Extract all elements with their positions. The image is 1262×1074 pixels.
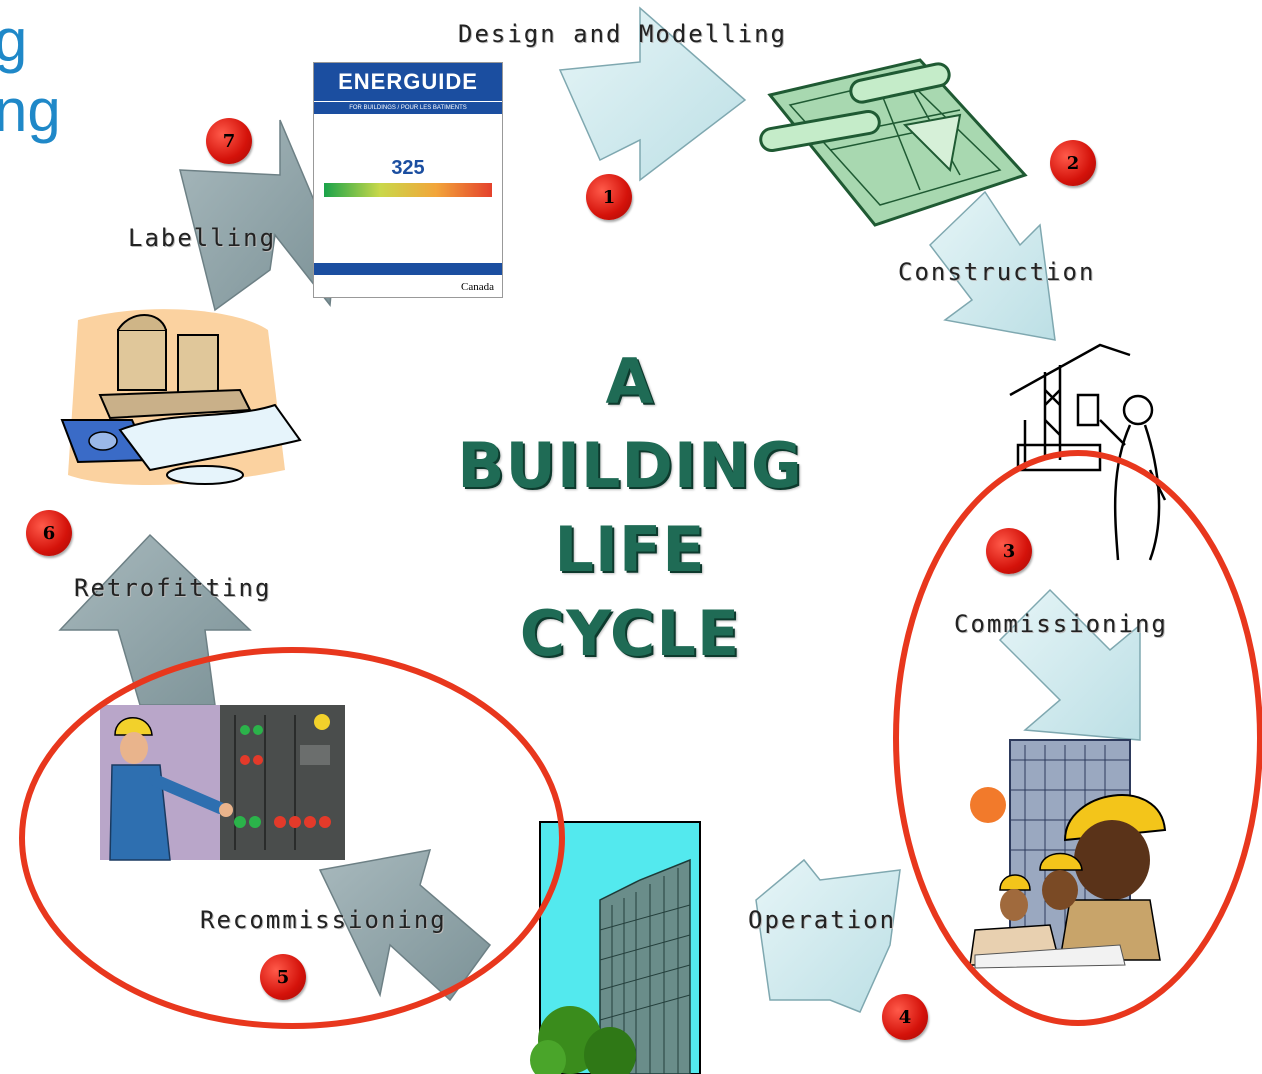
arrow-operation: [755, 858, 901, 1013]
energuide-footer: [314, 263, 502, 275]
step-label-construction: Construction: [898, 258, 1096, 286]
step-badge-6: 6: [26, 510, 72, 556]
energuide-scale-bar: [324, 183, 492, 197]
center-title-line-3: LIFE: [554, 513, 706, 586]
step-badge-7: 7: [206, 118, 252, 164]
step-label-operation: Operation: [748, 906, 897, 934]
blueprint-rolls-icon: [759, 58, 1028, 227]
energuide-value: 325: [391, 157, 425, 179]
center-title-line-4: CYCLE: [519, 597, 741, 670]
arrow-construction: [928, 190, 1056, 341]
control-panel-worker-icon: [100, 705, 345, 861]
step-label-design: Design and Modelling: [458, 20, 787, 48]
arrow-labelling: [179, 119, 336, 312]
step-label-retrofitting: Retrofitting: [74, 574, 272, 602]
center-title: A BUILDING LIFE CYCLE: [430, 340, 830, 676]
step-badge-5: 5: [260, 954, 306, 1000]
energuide-country: Canada: [461, 281, 494, 293]
step-badge-2: 2: [1050, 140, 1096, 186]
energuide-logo: ENERGUIDE: [314, 63, 502, 101]
step-badge-1: 1: [586, 174, 632, 220]
energuide-label-icon: ENERGUIDE FOR BUILDINGS / POUR LES BATIM…: [313, 62, 503, 298]
model-plans-icon: [60, 309, 302, 486]
center-title-line-1: A: [605, 345, 655, 418]
arrow-design: [558, 6, 747, 182]
slide-title: g ng: [0, 7, 61, 144]
energuide-subtitle: FOR BUILDINGS / POUR LES BATIMENTS: [314, 101, 502, 114]
step-label-recommissioning: Recommissioning: [200, 906, 447, 934]
office-tower-icon: [530, 821, 701, 1074]
arrow-recommissioning: [318, 849, 492, 1002]
step-badge-3: 3: [986, 528, 1032, 574]
step-label-labelling: Labelling: [128, 224, 277, 252]
arrow-commissioning: [998, 588, 1141, 741]
step-label-commissioning: Commissioning: [954, 610, 1168, 638]
highlight-ellipse-commissioning: [893, 450, 1262, 1026]
highlight-ellipse-recommissioning: [19, 647, 565, 1029]
arrow-retrofitting: [58, 533, 252, 706]
center-title-line-2: BUILDING: [457, 429, 803, 502]
building-workers-icon: [969, 739, 1167, 969]
step-badge-4: 4: [882, 994, 928, 1040]
